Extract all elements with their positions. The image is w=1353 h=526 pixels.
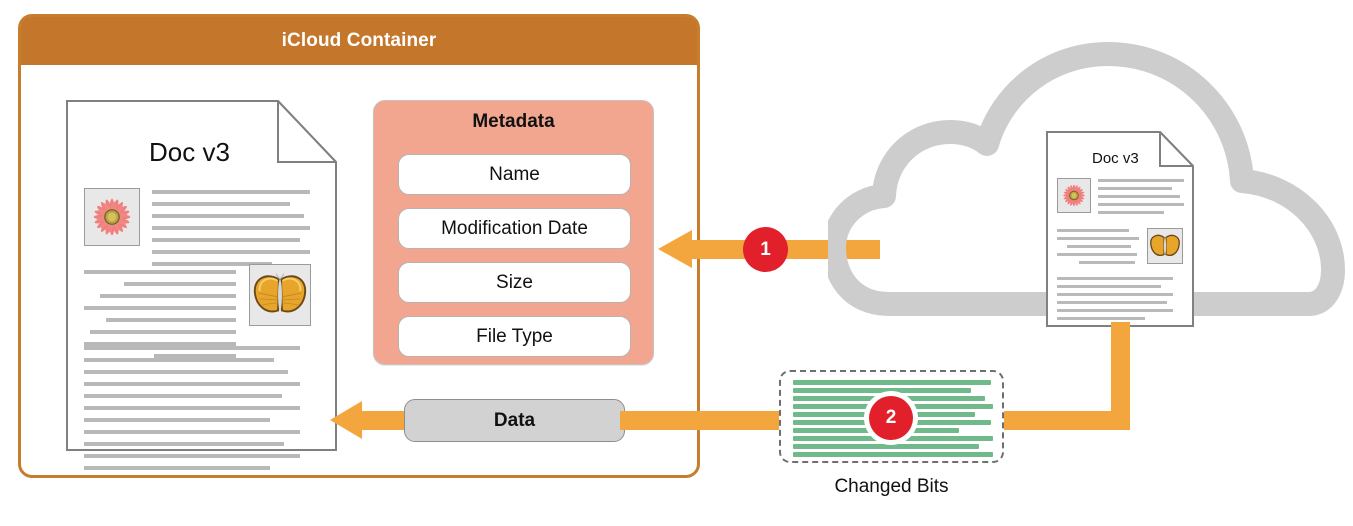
cloud-flower-image [1057, 178, 1091, 213]
metadata-panel: Metadata Name Modification Date Size Fil… [373, 100, 654, 365]
document-paragraph-middle [84, 270, 236, 358]
cloud-document: Doc v3 [1046, 131, 1194, 327]
data-pill[interactable]: Data [404, 399, 625, 442]
icloud-container-header: iCloud Container [21, 17, 697, 65]
document-paragraph-top [152, 190, 310, 266]
changed-bits-label: Changed Bits [834, 476, 949, 497]
cloud-document-title: Doc v3 [1092, 150, 1139, 167]
cloud-document-paragraph-middle [1057, 229, 1139, 264]
document-paragraph-bottom [84, 346, 300, 470]
cloud-butterfly-image [1147, 228, 1183, 264]
step-badge-1: 1 [743, 227, 788, 272]
step-badge-2: 2 [869, 396, 913, 440]
local-document: Doc v3 [66, 100, 337, 470]
metadata-item-file-type[interactable]: File Type [398, 316, 631, 357]
metadata-item-size[interactable]: Size [398, 262, 631, 303]
icloud-container-title: iCloud Container [281, 30, 437, 51]
cloud-document-paragraph-bottom [1057, 277, 1173, 320]
metadata-item-name[interactable]: Name [398, 154, 631, 195]
local-document-title: Doc v3 [149, 137, 230, 167]
cloud-document-paragraph-top [1098, 179, 1184, 214]
cloud-connector-vertical [1111, 322, 1130, 420]
data-arrow-shaft-right [620, 411, 795, 430]
flower-image [84, 188, 140, 246]
cloud-icon [822, 36, 1353, 366]
metadata-item-modification-date[interactable]: Modification Date [398, 208, 631, 249]
metadata-arrow-head [658, 230, 692, 268]
data-arrow-head [330, 401, 362, 439]
cloud-connector-horizontal [985, 411, 1130, 430]
metadata-panel-title: Metadata [472, 111, 555, 132]
butterfly-image [249, 264, 311, 326]
